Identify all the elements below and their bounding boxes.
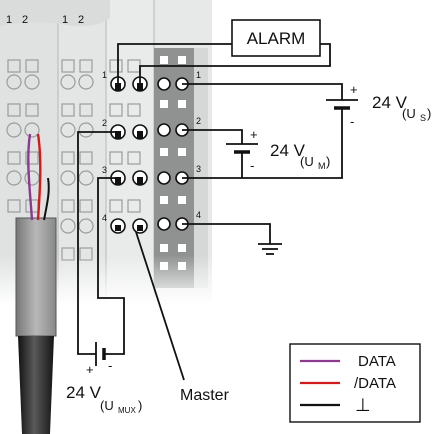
battery-us: + - 24 V (U S )	[326, 82, 431, 129]
left-clamp-slots	[6, 59, 94, 261]
alarm-label: ALARM	[247, 29, 306, 48]
middle-clamp-slots	[109, 59, 141, 213]
terminal-number: 3	[196, 164, 201, 174]
wiring	[77, 43, 343, 381]
alarm-box: ALARM	[231, 19, 321, 57]
terminal-number: 2	[196, 116, 201, 126]
legend-item-data: DATA	[300, 353, 396, 370]
umux-paren-close: )	[138, 398, 142, 413]
um-minus: -	[250, 158, 254, 173]
battery-um: + - 24 V (U M )	[226, 127, 330, 173]
us-voltage: 24 V	[372, 93, 408, 112]
terminal-number: 2	[102, 118, 107, 128]
module-number: 1	[62, 14, 68, 26]
us-subscript: S	[420, 113, 426, 123]
terminal-number: 4	[196, 210, 201, 220]
module-number: 2	[22, 14, 28, 26]
um-subscript: M	[318, 161, 326, 171]
um-paren: (U	[300, 154, 314, 169]
um-plus: +	[250, 127, 258, 142]
master-label: Master	[180, 387, 230, 404]
bus-cable	[15, 133, 57, 434]
terminal-number: 3	[102, 165, 107, 175]
legend-label-ndata: /DATA	[354, 375, 396, 392]
umux-voltage: 24 V	[66, 383, 102, 402]
us-paren-close: )	[427, 106, 431, 121]
ground-icon	[258, 243, 282, 255]
legend-item-ndata: /DATA	[300, 375, 396, 392]
battery-umux: + - 24 V (U MUX )	[66, 342, 142, 415]
um-voltage: 24 V	[270, 141, 306, 160]
us-minus: -	[350, 114, 354, 129]
module-number: 2	[78, 14, 84, 26]
legend: DATA /DATA ⊥	[289, 343, 421, 423]
module-number: 1	[6, 14, 12, 26]
legend-label-data: DATA	[358, 353, 396, 370]
terminal-number: 4	[102, 213, 107, 223]
umux-subscript: MUX	[118, 406, 136, 415]
terminal-number: 1	[102, 70, 107, 80]
us-plus: +	[350, 82, 358, 97]
legend-item-ground: ⊥	[300, 395, 371, 415]
legend-label-ground: ⊥	[355, 395, 371, 415]
us-paren: (U	[402, 106, 416, 121]
um-paren-close: )	[326, 154, 330, 169]
terminal-number: 1	[196, 70, 201, 80]
umux-plus: +	[86, 362, 94, 377]
umux-minus: -	[108, 358, 112, 373]
umux-paren: (U	[100, 398, 114, 413]
